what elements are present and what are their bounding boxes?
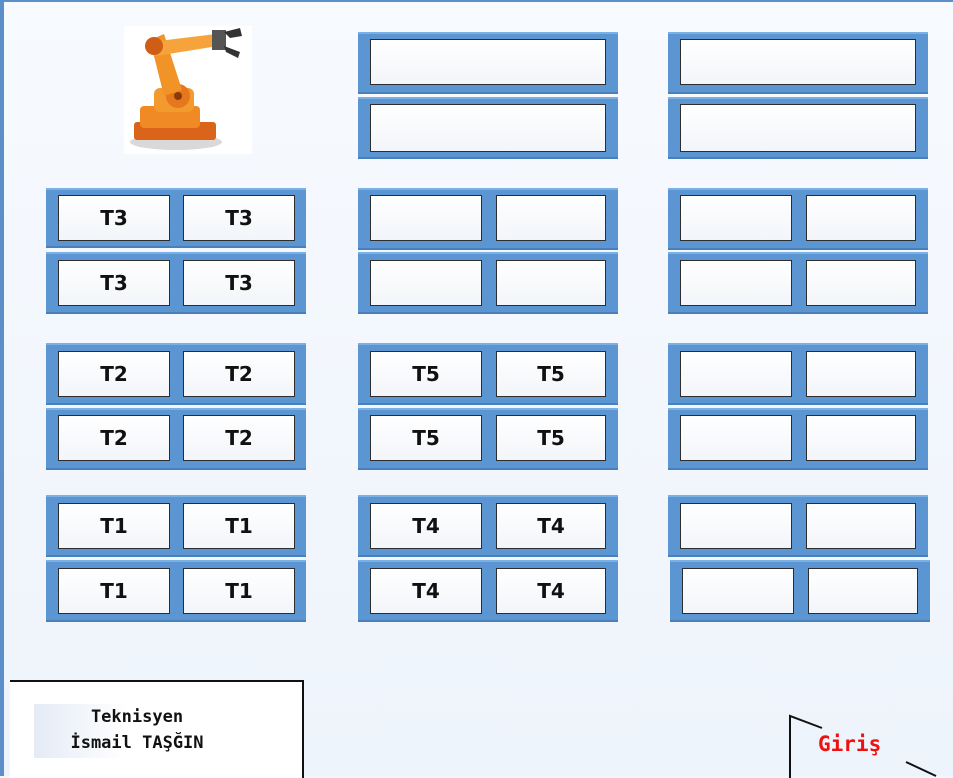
slot-t2-2[interactable]: T2 xyxy=(183,351,295,397)
slot-t4-4[interactable]: T4 xyxy=(496,568,606,614)
technician-role: Teknisyen xyxy=(34,704,240,730)
slot-right-5[interactable] xyxy=(680,351,792,397)
slot-t1-4[interactable]: T1 xyxy=(183,568,295,614)
slot-t1-2[interactable]: T1 xyxy=(183,503,295,549)
slot-t5-4[interactable]: T5 xyxy=(496,415,606,461)
slot-right-9[interactable] xyxy=(680,503,792,549)
slot-t5-2[interactable]: T5 xyxy=(496,351,606,397)
slot-right-top-1[interactable] xyxy=(680,39,916,85)
industrial-robot-arm-icon xyxy=(124,26,252,154)
slot-t2-4[interactable]: T2 xyxy=(183,415,295,461)
slot-mid-2[interactable] xyxy=(496,195,606,241)
login-label[interactable]: Giriş xyxy=(818,732,881,756)
slot-t1-1[interactable]: T1 xyxy=(58,503,170,549)
technician-panel: Teknisyen İsmail TAŞĞIN xyxy=(10,680,304,778)
slot-right-top-2[interactable] xyxy=(680,104,916,152)
slot-mid-top-2[interactable] xyxy=(370,104,606,152)
slot-right-10[interactable] xyxy=(806,503,916,549)
technician-label: Teknisyen İsmail TAŞĞIN xyxy=(34,704,240,758)
slot-mid-top-1[interactable] xyxy=(370,39,606,85)
slot-right-4[interactable] xyxy=(806,260,916,306)
slot-t4-1[interactable]: T4 xyxy=(370,503,482,549)
slot-right-2[interactable] xyxy=(806,195,916,241)
slot-mid-3[interactable] xyxy=(370,260,482,306)
slot-right-1[interactable] xyxy=(680,195,792,241)
technician-name: İsmail TAŞĞIN xyxy=(34,730,240,756)
slot-right-3[interactable] xyxy=(680,260,792,306)
robot-arm-image xyxy=(124,26,252,154)
slot-t3-1[interactable]: T3 xyxy=(58,195,170,241)
slot-mid-1[interactable] xyxy=(370,195,482,241)
slot-mid-4[interactable] xyxy=(496,260,606,306)
slot-t5-3[interactable]: T5 xyxy=(370,415,482,461)
slot-t4-2[interactable]: T4 xyxy=(496,503,606,549)
slot-t2-1[interactable]: T2 xyxy=(58,351,170,397)
slot-right-6[interactable] xyxy=(806,351,916,397)
slot-t2-3[interactable]: T2 xyxy=(58,415,170,461)
slot-right-8[interactable] xyxy=(806,415,916,461)
slot-right-12[interactable] xyxy=(808,568,918,614)
slot-t4-3[interactable]: T4 xyxy=(370,568,482,614)
slot-t3-2[interactable]: T3 xyxy=(183,195,295,241)
slot-t3-4[interactable]: T3 xyxy=(183,260,295,306)
slot-right-7[interactable] xyxy=(680,415,792,461)
login-button[interactable]: Giriş xyxy=(788,714,938,778)
slot-t1-3[interactable]: T1 xyxy=(58,568,170,614)
slot-right-11[interactable] xyxy=(682,568,794,614)
slot-t3-3[interactable]: T3 xyxy=(58,260,170,306)
slot-t5-1[interactable]: T5 xyxy=(370,351,482,397)
